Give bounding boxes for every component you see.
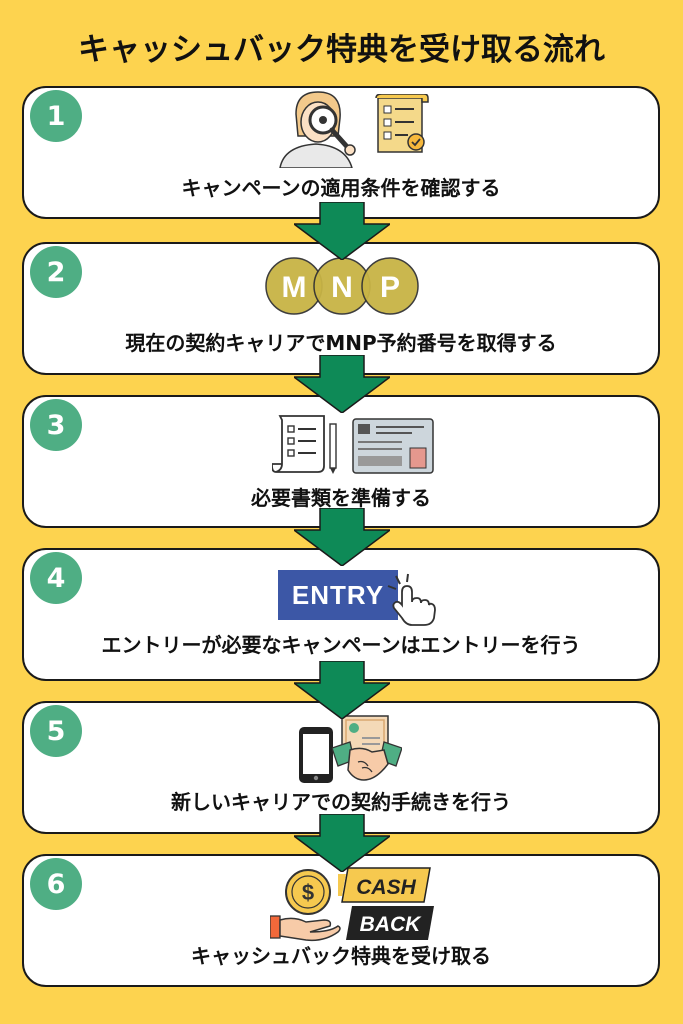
step-text-6: キャッシュバック特典を受け取る — [191, 944, 491, 968]
step-number-5: 5 — [30, 705, 82, 757]
coin-icon: $ — [285, 869, 331, 915]
step-text-1: キャンペーンの適用条件を確認する — [181, 176, 501, 200]
mnp-icon: M N P — [265, 257, 419, 315]
cash-text: CASH — [356, 876, 416, 899]
handshake-icon — [332, 741, 402, 781]
step-number-3: 3 — [30, 399, 82, 451]
step-text-5: 新しいキャリアでの契約手続きを行う — [171, 790, 511, 814]
id-card-icon — [352, 418, 434, 474]
step-number-6: 6 — [30, 858, 82, 910]
step-text-3: 必要書類を準備する — [251, 486, 431, 510]
step-number-4: 4 — [30, 552, 82, 604]
back-text: BACK — [360, 913, 422, 936]
down-arrow-icon — [294, 355, 390, 413]
page-title: キャッシュバック特典を受け取る流れ — [78, 32, 605, 68]
down-arrow-icon — [294, 814, 390, 872]
down-arrow-icon — [294, 661, 390, 719]
mnp-letter-n: N — [331, 271, 353, 304]
mnp-letter-p: P — [380, 271, 400, 304]
smartphone-icon — [299, 727, 333, 783]
step-text-4: エントリーが必要なキャンペーンはエントリーを行う — [101, 633, 581, 657]
hand-icon — [270, 915, 341, 942]
magnifier-person-icon — [279, 91, 356, 168]
entry-button-icon: ENTRY — [278, 570, 398, 620]
coin-dollar-sign: $ — [302, 880, 314, 905]
step-text-2: 現在の契約キャリアでMNP予約番号を取得する — [125, 331, 557, 355]
down-arrow-icon — [294, 508, 390, 566]
pointer-hand-icon — [387, 573, 436, 626]
cashback-icon: CASH BACK — [338, 867, 434, 940]
document-icon — [272, 415, 337, 474]
mnp-letter-m: M — [282, 271, 307, 304]
entry-button-label: ENTRY — [291, 579, 385, 610]
step-number-2: 2 — [30, 246, 82, 298]
checklist-icon — [375, 94, 429, 153]
step-number-1: 1 — [30, 90, 82, 142]
down-arrow-icon — [294, 202, 390, 260]
